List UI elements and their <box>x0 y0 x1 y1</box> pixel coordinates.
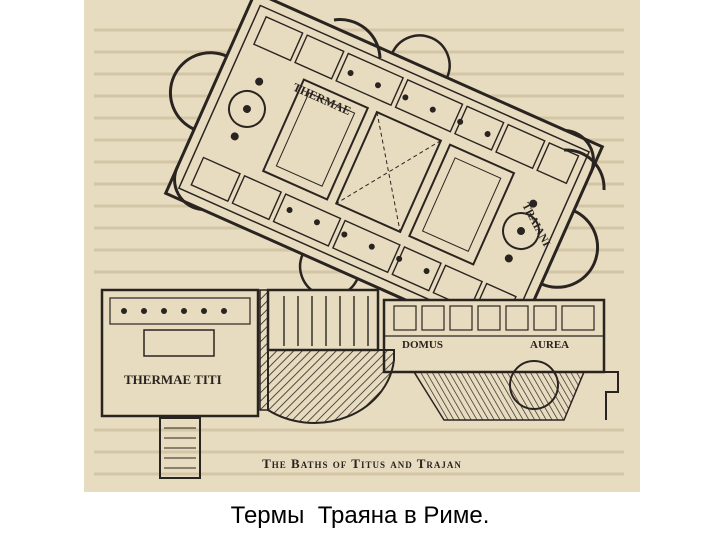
thermae-titi-plan <box>100 288 260 479</box>
floor-plan-plate: THERMAE TRAIANI DOMUS AUREA THERMAE TITI… <box>84 0 640 492</box>
plate-caption: The Baths of Titus and Trajan <box>262 456 462 471</box>
label-aurea: AUREA <box>530 339 569 351</box>
right-stair-detail <box>603 330 619 420</box>
label-thermae-titi: THERMAE TITI <box>124 372 222 387</box>
exedra-right <box>563 148 606 191</box>
slide-caption: Термы Траяна в Риме. <box>230 502 490 529</box>
label-domus: DOMUS <box>402 339 443 351</box>
central-hatched-block <box>259 288 395 424</box>
domus-aurea-plan <box>382 298 606 421</box>
thermae-traiani-plan <box>163 0 605 350</box>
exedra-top <box>333 18 382 59</box>
floor-plan-drawing: THERMAE TRAIANI DOMUS AUREA THERMAE TITI… <box>94 0 624 479</box>
